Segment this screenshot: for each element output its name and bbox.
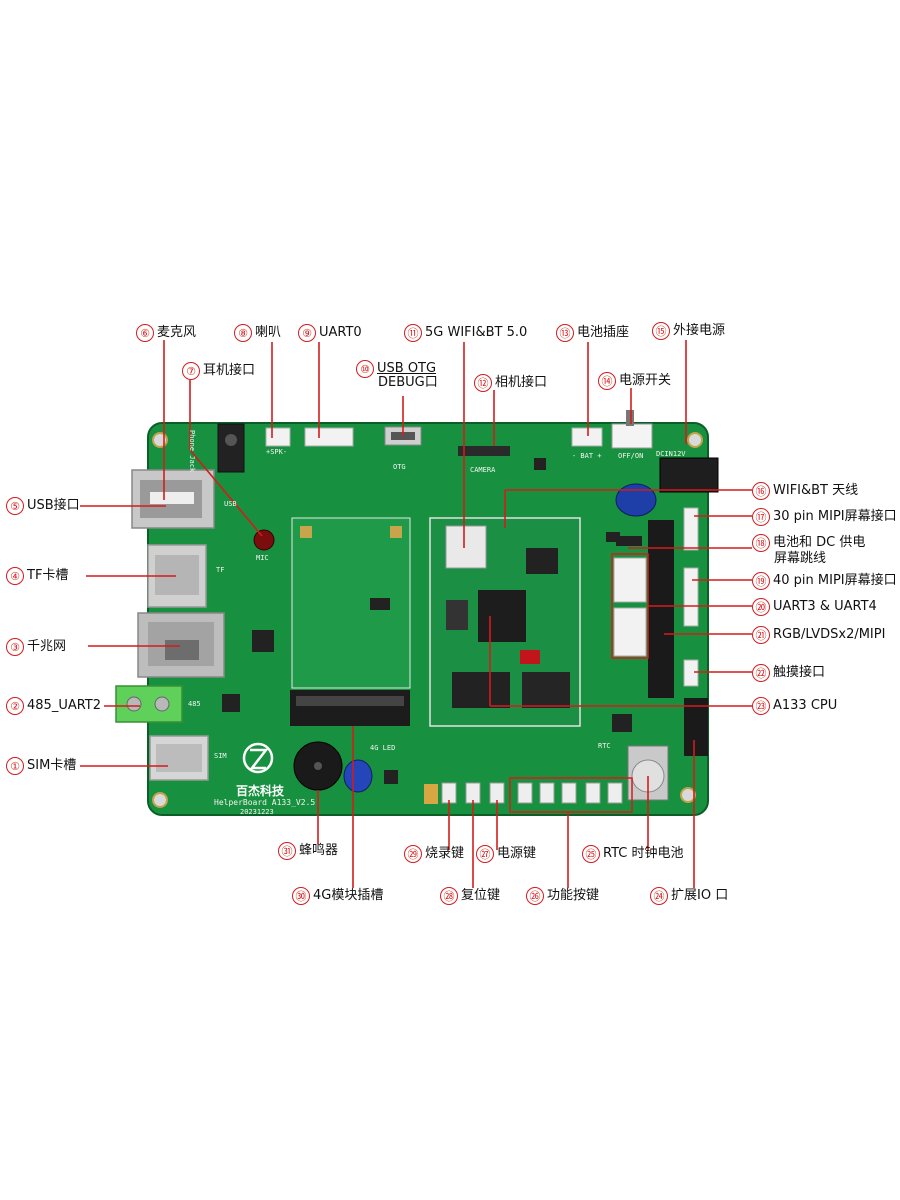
dc-jack <box>659 457 719 493</box>
silk-dcin: DCIN12V <box>656 450 686 458</box>
silk-otg: OTG <box>393 463 406 471</box>
silk-mic: MIC <box>256 554 269 562</box>
rgb-lvds-header <box>648 520 674 698</box>
bottom-capacitor <box>343 759 373 793</box>
camera-connector <box>458 446 510 456</box>
board-brand: 百杰科技 <box>236 784 285 798</box>
function-key <box>517 782 533 804</box>
expansion-io-header <box>684 698 708 756</box>
silk-tf: TF <box>216 566 225 574</box>
silk-spk: +SPK- <box>266 448 288 456</box>
mipi40-connector <box>683 567 699 627</box>
silk-off-on: OFF/ON <box>618 452 644 460</box>
uart4-connector <box>613 607 647 657</box>
function-key <box>585 782 601 804</box>
m2-slot <box>290 690 410 726</box>
silk-usb: USB <box>224 500 237 508</box>
4g-module-area <box>291 517 411 689</box>
silk-camera: CAMERA <box>470 466 496 474</box>
uart0-connector <box>304 427 354 447</box>
board-date: 20231223 <box>240 808 274 816</box>
function-keys-box <box>509 777 633 813</box>
mounting-hole <box>680 787 696 803</box>
mounting-hole <box>152 792 168 808</box>
mounting-hole <box>152 432 168 448</box>
wifi-module <box>445 525 487 569</box>
cpu-chip <box>478 590 526 642</box>
board-model: HelperBoard A133_V2.5 <box>214 798 316 807</box>
silk-4g-led: 4G LED <box>370 744 396 752</box>
battery-socket <box>571 427 603 447</box>
capacitor <box>615 483 657 517</box>
dip-switch <box>424 784 438 804</box>
mipi30-connector <box>683 507 699 551</box>
silk-phone-jack: Phone Jack <box>188 430 196 473</box>
callout-debug: DEBUG口 <box>378 375 438 390</box>
silk-rtc: RTC <box>598 742 611 750</box>
uart3-connector <box>613 557 647 603</box>
function-key <box>561 782 577 804</box>
leader-lines <box>80 340 752 888</box>
terminal-block <box>115 685 183 723</box>
function-key <box>607 782 623 804</box>
silk-485: 485 <box>188 700 201 708</box>
mic-component <box>253 529 275 551</box>
silk-sim: SIM <box>214 752 227 760</box>
brand-logo <box>242 742 274 774</box>
touch-connector <box>683 659 699 687</box>
phone-jack <box>217 423 245 473</box>
power-switch <box>611 423 653 449</box>
speaker-connector <box>265 427 291 447</box>
silk-bat: - BAT + <box>572 452 602 460</box>
function-key <box>539 782 555 804</box>
mounting-hole <box>687 432 703 448</box>
callout-power-jumper-line2: 屏幕跳线 <box>774 551 827 566</box>
